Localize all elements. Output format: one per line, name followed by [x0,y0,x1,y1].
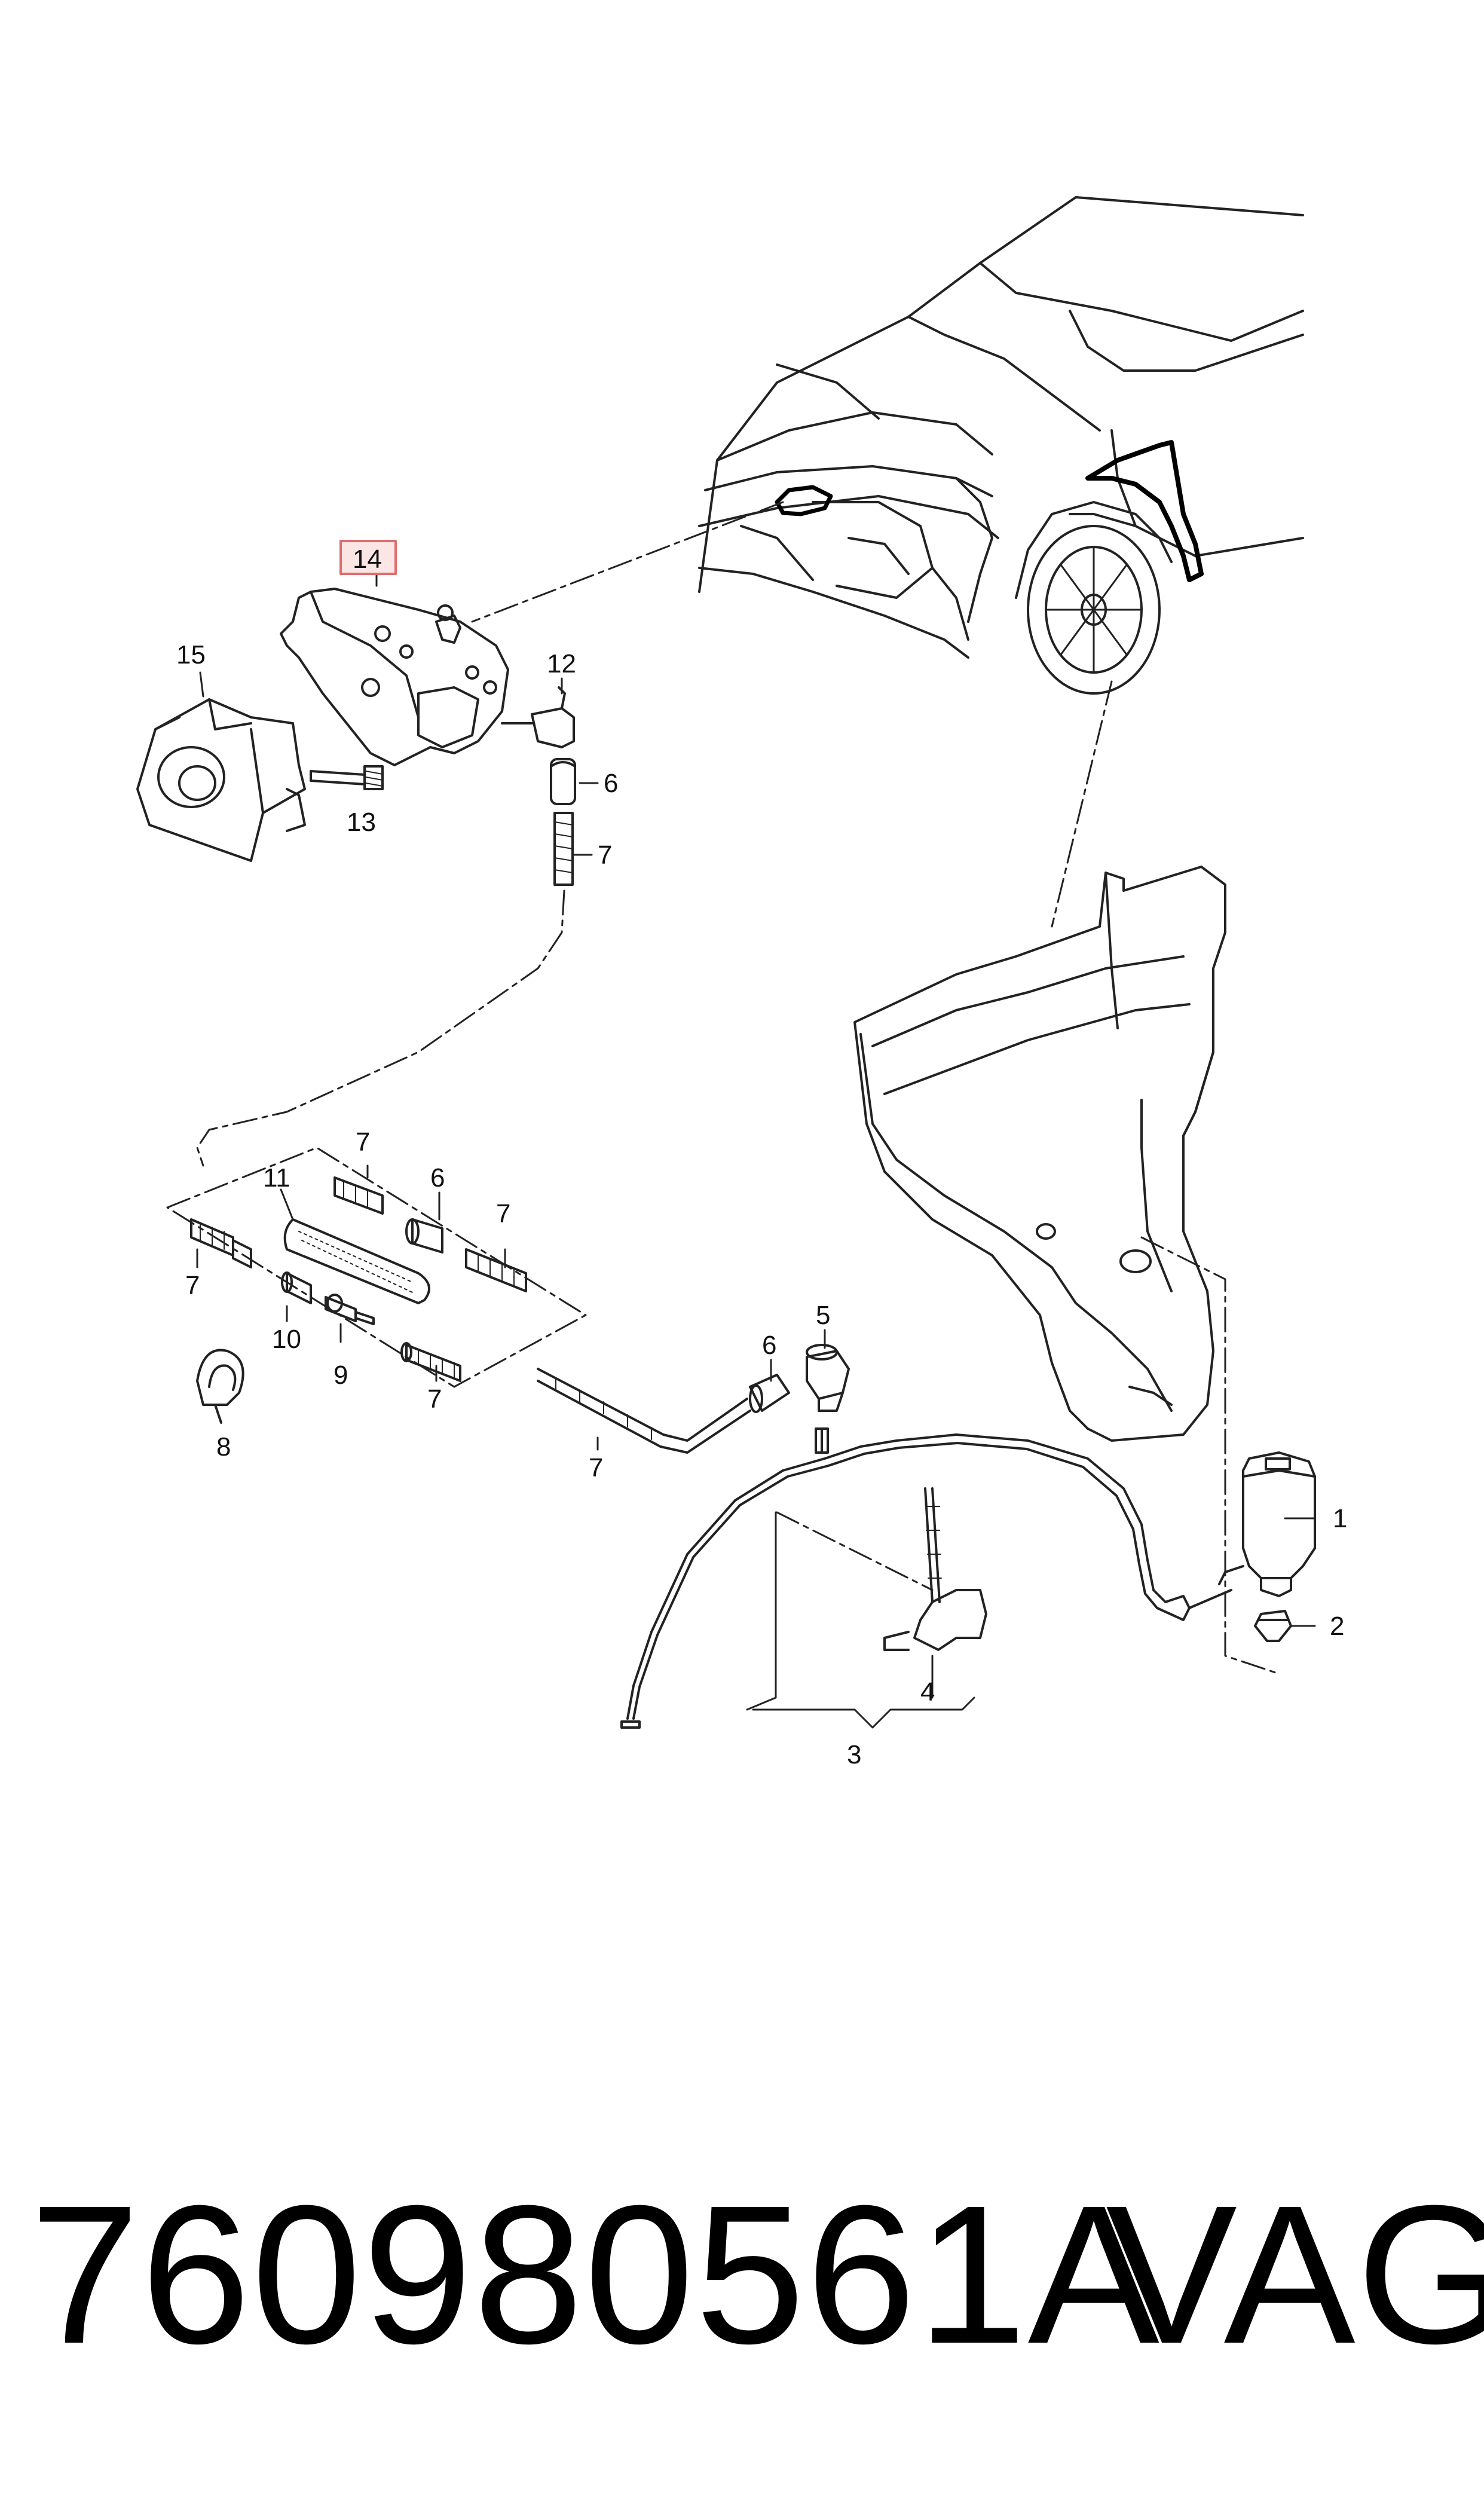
callout-6-lower: 6 [762,1331,776,1360]
callout-9: 9 [333,1361,348,1390]
part-1-washer-pump [1218,1451,1316,1597]
vehicle-liner-location [1085,440,1204,582]
part-7-hose-a [333,1176,384,1215]
callout-11: 11 [263,1163,290,1193]
part-10-sleeve [232,1239,312,1304]
part-7-hose-b [465,1248,527,1292]
wheel-arch-liner [853,866,1226,1442]
vehicle-illustration [698,196,1304,695]
part-7-hose-d [400,1342,461,1382]
callout-14-highlight [339,540,397,575]
part-7-hose-lower [537,1368,751,1454]
leader-line-part-4 [776,1511,934,1591]
part-13-screw [310,765,384,790]
vehicle-nozzle-location [775,485,833,516]
part-12-connector [501,686,575,748]
part-3-hose-assembly [620,1427,1232,1729]
part-15-cover [136,698,306,862]
callout-8: 8 [216,1432,231,1462]
part-5-elbow-connector [806,1344,850,1412]
part-8-clamp [196,1349,244,1424]
callout-15: 15 [176,640,206,669]
callout-10: 10 [272,1325,301,1354]
part-6-sleeve-lower [749,1374,790,1413]
part-14-bracket [280,588,509,766]
callout-labels: 14 15 12 6 7 13 7 6 11 7 7 10 9 7 8 7 6 … [176,545,1347,1769]
brand-label: VAG [1106,2164,1484,2384]
callout-7-upper: 7 [598,840,612,870]
part-9-connector [325,1294,375,1325]
callout-7-lower: 7 [589,1453,603,1482]
callout-3: 3 [847,1740,861,1769]
routing-line [196,889,565,1167]
callout-4: 4 [920,1677,935,1707]
callout-7-a: 7 [356,1127,370,1157]
callout-6-upper: 6 [604,769,618,798]
callout-5: 5 [816,1301,830,1330]
leader-line-pump [1140,1236,1280,1675]
leader-line-nozzle [471,501,784,623]
exploded-hose-set-frame [166,1147,587,1388]
callout-2: 2 [1330,1612,1344,1641]
part-6-sleeve-upper [550,758,576,805]
part-7-hose-upper [553,812,574,886]
leader-line-liner [1051,680,1113,928]
callout-7-c: 7 [185,1271,200,1300]
callout-7-d: 7 [427,1384,442,1414]
part-11-insulation-sleeve [283,1218,430,1304]
part-2-grommet [1254,1610,1292,1642]
callout-13: 13 [347,808,376,837]
callout-6-mid: 6 [430,1163,445,1193]
part-4-holder [883,1487,987,1651]
callout-1: 1 [1333,1504,1347,1533]
part-number: 760980561A [30,2164,1161,2384]
part-6-sleeve-mid [405,1218,443,1254]
callout-14: 14 [353,545,382,574]
callout-7-b: 7 [496,1199,510,1228]
callout-12: 12 [547,649,576,678]
